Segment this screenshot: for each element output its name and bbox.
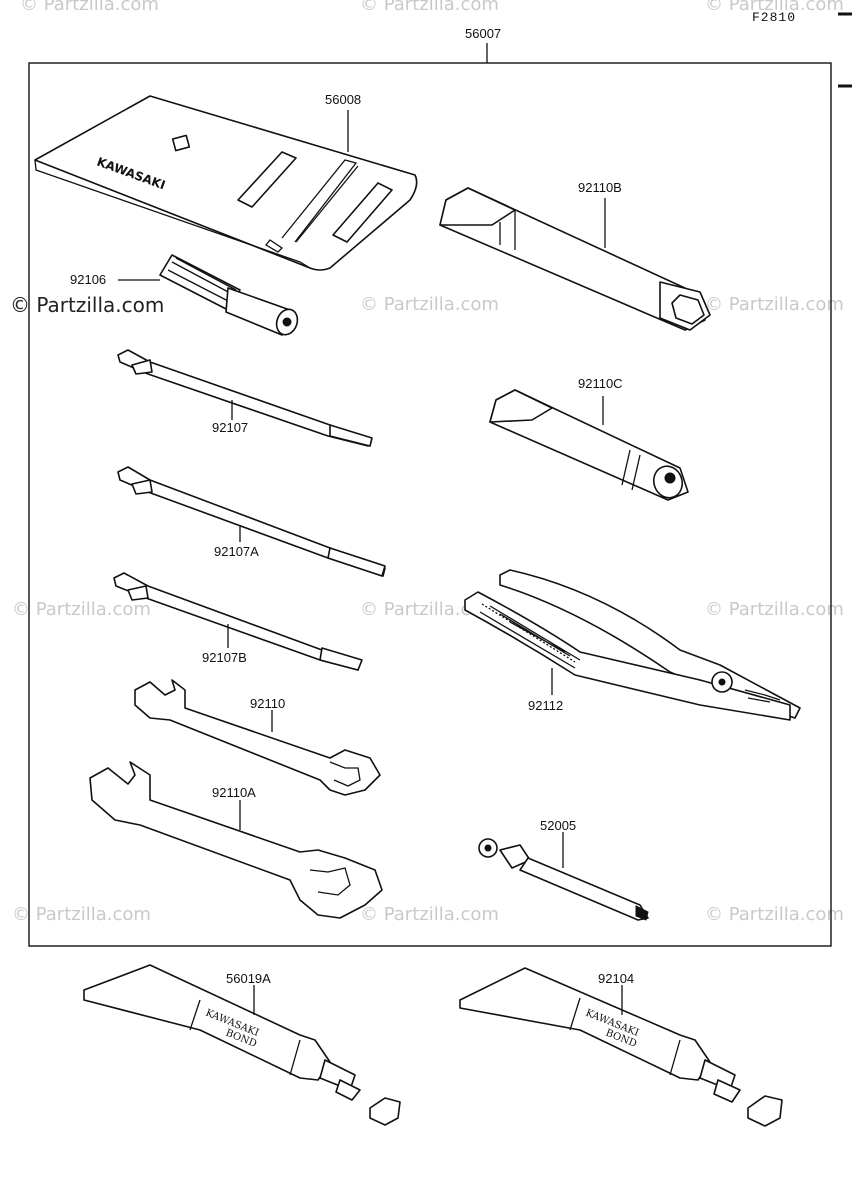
- box-wrench-92110C: [489, 389, 689, 501]
- watermark-text: © Partzilla.com: [360, 904, 499, 925]
- screwdriver-92107A: [117, 466, 386, 577]
- open-end-wrench-92110A: [89, 761, 383, 919]
- figure-code: F2810: [752, 10, 796, 25]
- part-label-92107: 92107: [212, 420, 248, 435]
- part-label-92107A: 92107A: [214, 544, 259, 559]
- watermark-text: © Partzilla.com: [705, 904, 844, 925]
- part-label-92110B: 92110B: [578, 180, 622, 195]
- toolkit-box: [28, 62, 832, 947]
- screwdriver-handle: [159, 254, 299, 336]
- bond-tube-92104: KAWASAKI BOND: [459, 967, 783, 1127]
- watermark-text: © Partzilla.com: [360, 599, 499, 620]
- watermark-text: © Partzilla.com: [705, 294, 844, 315]
- watermark-text: © Partzilla.com: [705, 599, 844, 620]
- tire-gauge: [478, 838, 649, 921]
- watermark-text: © Partzilla.com: [705, 0, 844, 15]
- watermarks: © Partzilla.com © Partzilla.com © Partzi…: [10, 0, 844, 925]
- part-label-56007: 56007: [465, 26, 501, 41]
- part-label-92112: 92112: [528, 698, 563, 713]
- pliers: [464, 569, 801, 721]
- bond-tube-56019A: KAWASAKI BOND: [83, 964, 401, 1126]
- watermark-text: © Partzilla.com: [12, 599, 151, 620]
- watermark-text: © Partzilla.com: [360, 294, 499, 315]
- screwdriver-92107: [117, 349, 373, 447]
- watermark-text: © Partzilla.com: [12, 904, 151, 925]
- part-label-92107B: 92107B: [202, 650, 247, 665]
- part-label-92110A: 92110A: [212, 785, 256, 800]
- watermark-text: © Partzilla.com: [360, 0, 499, 15]
- part-label-92104: 92104: [598, 971, 634, 986]
- watermark-text: © Partzilla.com: [10, 293, 164, 317]
- part-label-56008: 56008: [325, 92, 361, 107]
- part-label-52005: 52005: [540, 818, 576, 833]
- open-end-wrench-92110: [134, 679, 381, 796]
- part-label-92110: 92110: [250, 696, 285, 711]
- watermark-text: © Partzilla.com: [20, 0, 159, 15]
- tool-bag: KAWASAKI: [34, 95, 418, 271]
- part-label-56019A: 56019A: [226, 971, 271, 986]
- part-label-92106: 92106: [70, 272, 106, 287]
- screwdriver-92107B: [113, 572, 363, 671]
- part-label-92110C: 92110C: [578, 376, 623, 391]
- box-wrench-92110B: [439, 187, 711, 331]
